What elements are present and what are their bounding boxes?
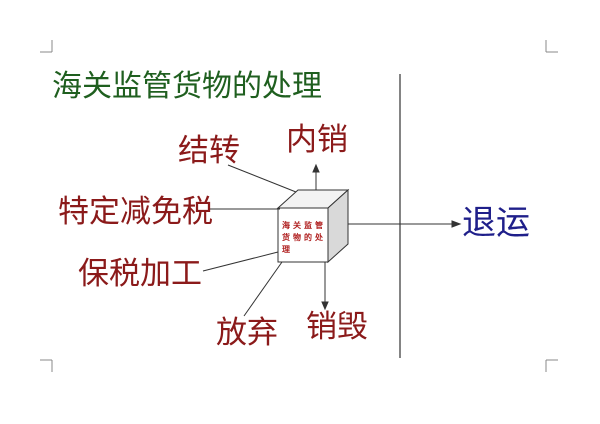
box-front-face <box>277 207 329 263</box>
arrow-tuiyun <box>451 220 462 228</box>
crop-mark-bottom-left <box>40 359 53 372</box>
branch-label-xiaohui: 销毁 <box>306 309 368 345</box>
line-to-baoshuijiagong <box>202 251 279 272</box>
diagram-title: 海关监管货物的处理 <box>52 69 322 104</box>
center-box-line-3: 理 <box>282 245 293 254</box>
connector-lines <box>202 163 462 317</box>
branch-label-neixiao: 内销 <box>286 122 348 158</box>
branch-label-jiezhuan: 结转 <box>178 133 240 169</box>
line-to-jiezhuan <box>227 164 297 193</box>
branch-label-tuiyun: 退运 <box>462 203 530 243</box>
center-box-label: 海关监管 货物的处 理 <box>282 220 328 256</box>
arrow-neixiao <box>312 163 320 173</box>
branch-label-baoshuijiagong: 保税加工 <box>78 256 202 292</box>
line-to-fangqi <box>243 261 283 317</box>
branch-label-tedingjianmianshui: 特定减免税 <box>58 194 213 230</box>
center-box-3d <box>276 188 350 264</box>
crop-mark-top-right <box>545 40 558 53</box>
crop-mark-bottom-right <box>545 359 558 372</box>
crop-marks <box>40 40 558 372</box>
branch-label-fangqi: 放弃 <box>216 315 278 351</box>
center-box-line-2: 货物的处 <box>282 233 326 242</box>
center-box-line-1: 海关监管 <box>282 221 326 230</box>
crop-mark-top-left <box>40 40 53 53</box>
arrow-xiaohui <box>321 301 329 311</box>
